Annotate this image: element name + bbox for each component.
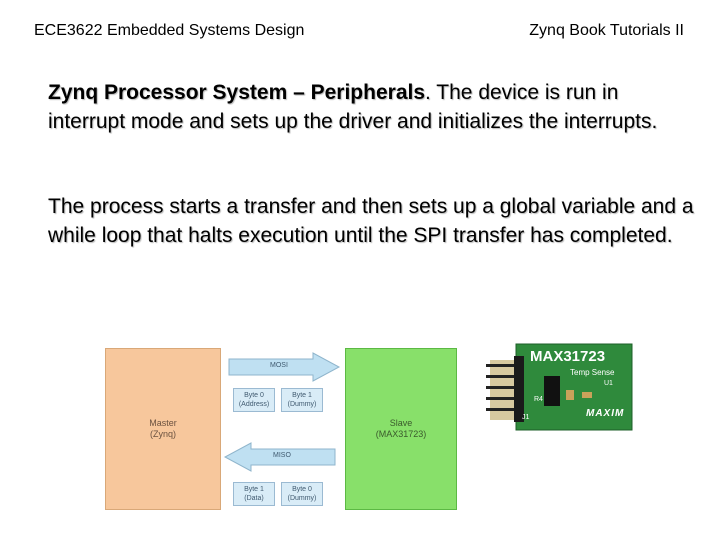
max31723-board-image: MAX31723 Temp Sense U1 R4 J1 MAXIM (486, 342, 634, 432)
miso-label: MISO (273, 452, 291, 459)
mosi-byte-0: Byte 0 (Address) (233, 388, 275, 412)
master-block: Master (Zynq) (105, 348, 221, 510)
board-r4: R4 (534, 396, 543, 403)
board-u1: U1 (604, 380, 613, 387)
miso-byte-1: Byte 1 (Data) (233, 482, 275, 506)
spi-diagram: Master (Zynq) Slave (MAX31723) MOSI Byte… (105, 348, 457, 510)
peripherals-heading: Zynq Processor System – Peripherals (48, 81, 426, 104)
board-subtitle: Temp Sense (570, 368, 615, 377)
mosi-arrow (228, 352, 341, 382)
paragraph-process: The process starts a transfer and then s… (48, 195, 694, 247)
board-j1: J1 (522, 414, 530, 421)
slave-block: Slave (MAX31723) (345, 348, 457, 510)
peripherals-text: . The device is run in interrupt mode an… (48, 81, 658, 133)
board-title: MAX31723 (530, 348, 606, 365)
course-title: ECE3622 Embedded Systems Design (34, 22, 305, 39)
maxim-logo: MAXIM (586, 408, 625, 419)
paragraph-peripherals: Zynq Processor System – Peripherals. The… (48, 78, 698, 136)
mosi-byte-1: Byte 1 (Dummy) (281, 388, 323, 412)
mosi-label: MOSI (270, 362, 288, 369)
tutorial-title: Zynq Book Tutorials II (529, 22, 684, 39)
miso-byte-0: Byte 0 (Dummy) (281, 482, 323, 506)
miso-arrow (223, 442, 336, 472)
